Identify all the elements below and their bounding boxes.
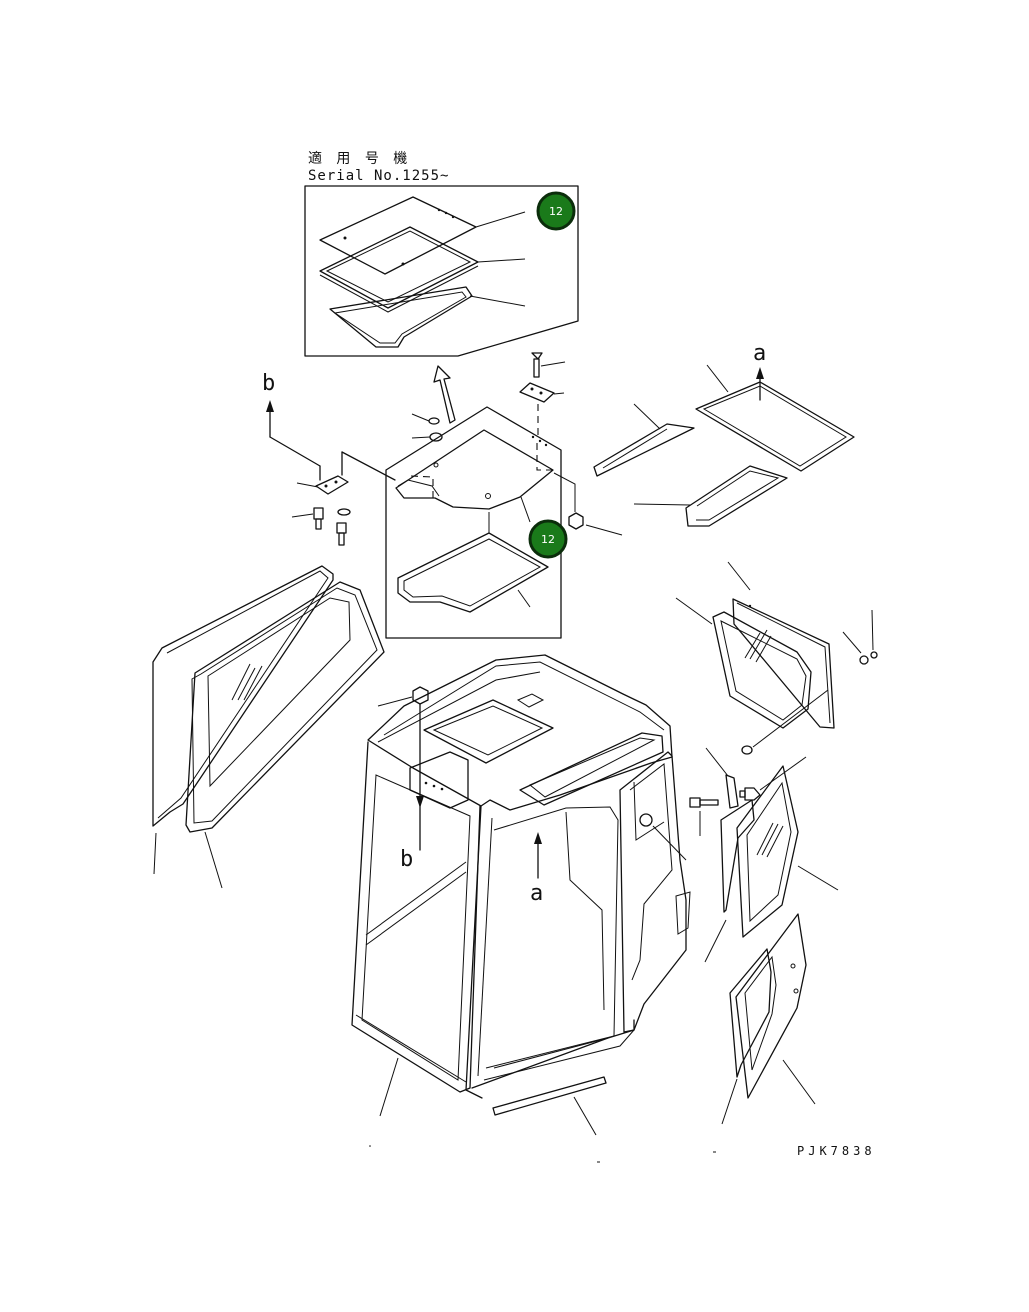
svg-text:12: 12 [549, 205, 563, 218]
roof-glass [695, 381, 855, 472]
roof-hatch [395, 429, 554, 510]
roof-seal [397, 532, 549, 613]
inset-roof-panel [319, 196, 477, 275]
b-reference: b [262, 371, 396, 546]
hinge-bolt [519, 352, 566, 440]
roof-strip [593, 423, 695, 477]
right-rear-window [675, 561, 878, 755]
seal-strip [685, 465, 788, 527]
applicable-serial-jp: 適 用 号 機 [308, 150, 410, 167]
inset-gasket [329, 286, 473, 348]
rear-inner-frame [712, 611, 812, 729]
door-gasket [720, 799, 755, 913]
detail-arrow [433, 365, 456, 424]
lower-gasket [729, 948, 772, 1078]
left-side-window [152, 565, 385, 889]
inset-box [304, 185, 579, 357]
inner-window-frame-left [185, 581, 385, 833]
serial-number-label: Serial No.1255~ [308, 168, 449, 184]
svg-text:b: b [262, 371, 275, 396]
bottom-seal-strip [492, 1076, 607, 1116]
cab-roof [367, 654, 673, 811]
door-parts [689, 747, 839, 1125]
svg-text:a: a [530, 881, 543, 906]
washer-set [411, 413, 443, 442]
svg-text:b: b [400, 847, 413, 872]
lower-panel [735, 913, 807, 1099]
svg-text:a: a [753, 341, 766, 366]
reference-badge[interactable]: 12 [528, 519, 568, 559]
cab-nut [412, 686, 429, 705]
roof-rib [519, 732, 664, 806]
roof-detail-box [385, 406, 562, 639]
nut [553, 472, 623, 536]
door-glass [736, 765, 799, 938]
drawing-code: PJK7838 [797, 1144, 876, 1158]
reference-badge[interactable]: 12 [536, 191, 576, 231]
roof-opening [423, 699, 554, 764]
cab-frame: b a [351, 654, 691, 1136]
top-right-panels: a [593, 341, 855, 527]
rear-outer [732, 598, 835, 729]
outer-glass-left [152, 565, 334, 827]
svg-text:12: 12 [541, 533, 555, 546]
